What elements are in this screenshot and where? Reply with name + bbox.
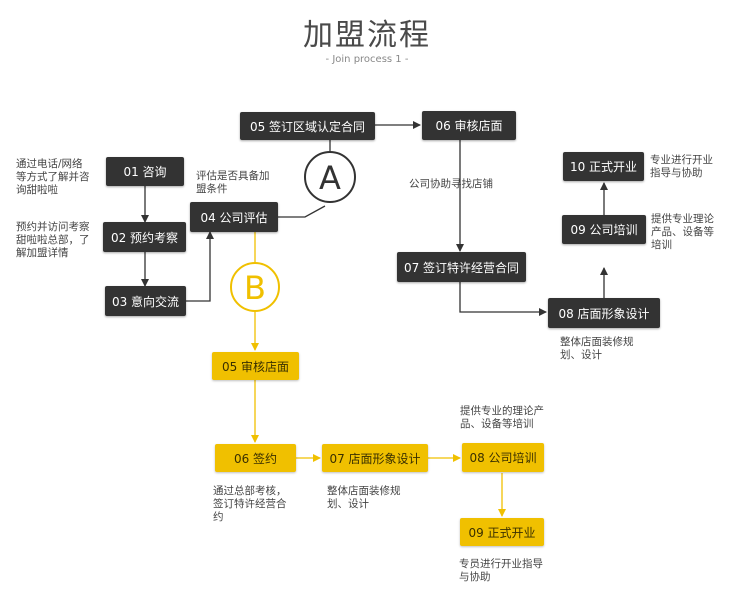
note-b-opening: 专员进行开业指导 与协助 — [459, 558, 543, 584]
step-08-store-design: 08 店面形象设计 — [548, 298, 660, 328]
note-line: 询甜啦啦 — [16, 184, 58, 196]
b-step-07-store-design: 07 店面形象设计 — [322, 444, 428, 472]
note-line: 指导与协助 — [650, 167, 703, 179]
step-02-visit: 02 预约考察 — [103, 222, 186, 252]
note-line: 整体店面装修规 — [327, 485, 401, 497]
note-line: 等方式了解并咨 — [16, 171, 90, 183]
note-line: 划、设计 — [327, 498, 369, 510]
marker-a-label: A — [319, 159, 341, 197]
note-evaluate: 评估是否具备加 盟条件 — [196, 170, 270, 196]
step-06-store-review: 06 审核店面 — [422, 111, 516, 140]
note-line: 盟条件 — [196, 183, 228, 195]
note-line: 约 — [213, 511, 224, 523]
note-training: 提供专业理论 产品、设备等 培训 — [651, 213, 714, 252]
note-line: 通过总部考核， — [213, 485, 287, 497]
note-line: 专业进行开业 — [650, 154, 713, 166]
marker-a-circle — [304, 151, 356, 203]
note-design: 整体店面装修规 划、设计 — [560, 336, 634, 362]
b-step-05-store-review: 05 审核店面 — [212, 352, 299, 380]
note-b-training: 提供专业的理论产 品、设备等培训 — [460, 405, 544, 431]
note-line: 提供专业理论 — [651, 213, 714, 225]
b-step-09-opening: 09 正式开业 — [460, 518, 544, 546]
note-b-design: 整体店面装修规 划、设计 — [327, 485, 401, 511]
note-line: 评估是否具备加 — [196, 170, 270, 182]
step-01-consult: 01 咨询 — [106, 157, 184, 186]
note-line: 培训 — [651, 239, 672, 251]
arrow-07-08 — [459, 282, 547, 316]
step-09-training: 09 公司培训 — [562, 215, 646, 244]
note-line: 通过电话/网络 — [16, 158, 83, 170]
step-04-evaluate: 04 公司评估 — [190, 202, 278, 232]
step-03-intent: 03 意向交流 — [105, 286, 186, 316]
note-line: 提供专业的理论产 — [460, 405, 544, 417]
note-consult: 通过电话/网络 等方式了解并咨 询甜啦啦 — [16, 158, 90, 197]
step-05-region-contract: 05 签订区域认定合同 — [240, 112, 375, 140]
note-line: 品、设备等培训 — [460, 418, 534, 430]
note-line: 公司协助寻找店铺 — [409, 178, 493, 190]
note-line: 预约并访问考察 — [16, 221, 90, 233]
step-10-opening: 10 正式开业 — [563, 152, 644, 181]
marker-b-circle — [230, 262, 280, 312]
note-line: 甜啦啦总部，了 — [16, 234, 90, 246]
note-line: 与协助 — [459, 571, 491, 583]
page-subtitle: - Join process 1 - — [325, 54, 409, 65]
note-line: 产品、设备等 — [651, 226, 714, 238]
marker-b-label: B — [244, 269, 266, 307]
b-step-06-sign: 06 签约 — [215, 444, 296, 472]
note-line: 专员进行开业指导 — [459, 558, 543, 570]
step-07-franchise-contract: 07 签订特许经营合同 — [397, 252, 526, 282]
note-b-sign: 通过总部考核， 签订特许经营合 约 — [213, 485, 287, 524]
page-title: 加盟流程 — [303, 18, 431, 53]
note-find-store: 公司协助寻找店铺 — [409, 178, 493, 191]
note-line: 整体店面装修规 — [560, 336, 634, 348]
note-visit: 预约并访问考察 甜啦啦总部，了 解加盟详情 — [16, 221, 90, 260]
b-step-08-training: 08 公司培训 — [462, 443, 544, 472]
note-line: 划、设计 — [560, 349, 602, 361]
connector-04-a — [278, 205, 326, 218]
note-opening: 专业进行开业 指导与协助 — [650, 154, 713, 180]
arrow-03-04 — [186, 231, 214, 302]
note-line: 签订特许经营合 — [213, 498, 287, 510]
note-line: 解加盟详情 — [16, 247, 69, 259]
